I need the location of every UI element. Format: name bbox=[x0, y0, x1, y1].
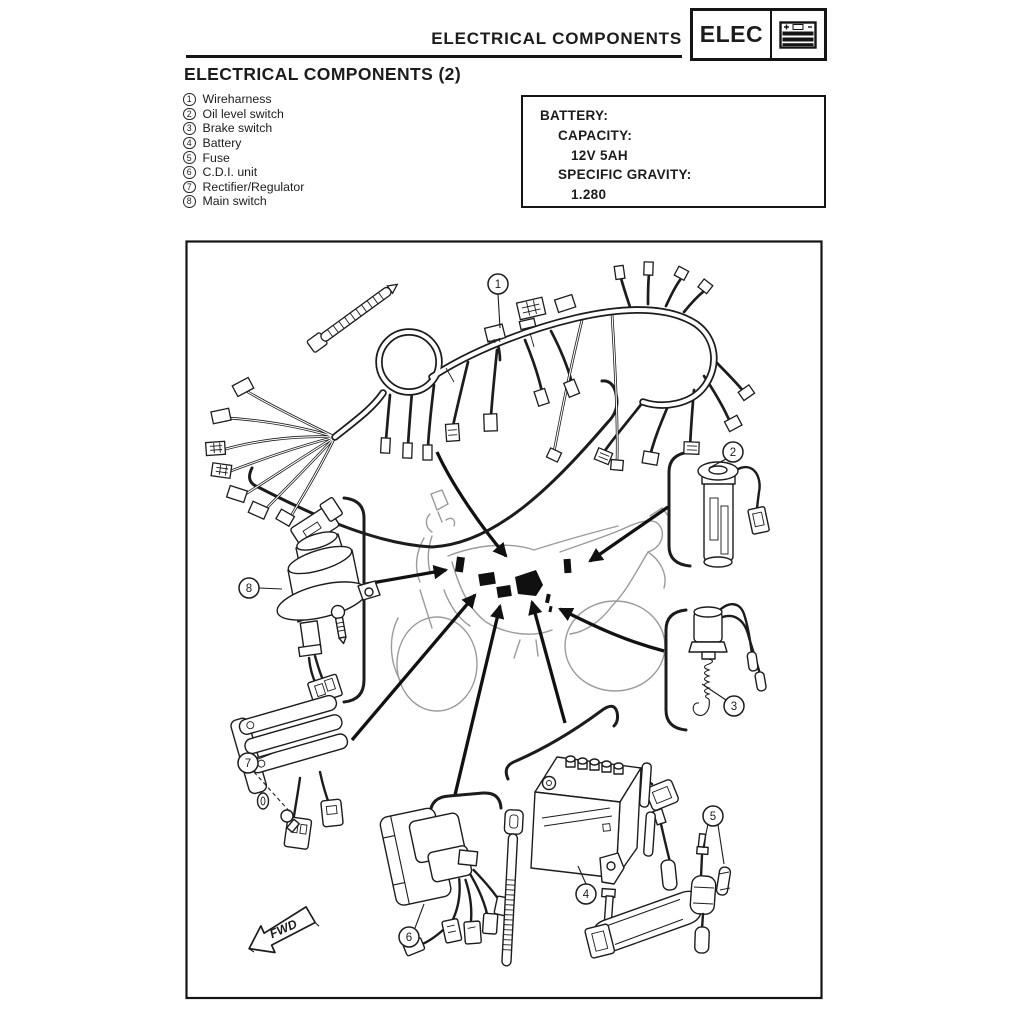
main-switch-screw bbox=[330, 604, 347, 645]
chapter-tab: ELEC bbox=[690, 8, 827, 61]
callout-7: 7 bbox=[237, 752, 259, 774]
legend-label-8: Main switch bbox=[202, 194, 267, 209]
callout-3: 3 bbox=[723, 695, 745, 717]
svg-text:5: 5 bbox=[710, 811, 716, 823]
callout-5: 5 bbox=[702, 805, 724, 827]
wire-harness-drawing bbox=[204, 261, 756, 528]
cdi-strap bbox=[501, 809, 524, 967]
legend-label-4: Battery bbox=[202, 136, 242, 151]
spec-capacity-value: 12V 5AH bbox=[571, 147, 628, 163]
legend-item-5: 5 Fuse bbox=[183, 150, 304, 165]
legend-num-7: 7 bbox=[183, 180, 196, 194]
cdi-unit-drawing bbox=[379, 807, 524, 967]
parts-legend: 1 Wireharness 2 Oil level switch 3 Brake sw… bbox=[183, 92, 304, 209]
tab-divider bbox=[769, 11, 772, 58]
legend-num-1: 1 bbox=[183, 93, 196, 106]
legend-label-2: Oil level switch bbox=[202, 106, 284, 121]
legend-num-4: 4 bbox=[183, 136, 196, 150]
chapter-tab-label: ELEC bbox=[699, 21, 764, 47]
callout-6: 6 bbox=[398, 926, 420, 948]
svg-text:3: 3 bbox=[731, 701, 737, 713]
svg-text:1: 1 bbox=[495, 279, 501, 291]
legend-label-7: Rectifier/Regulator bbox=[202, 179, 305, 194]
rectifier-drawing bbox=[230, 694, 349, 850]
header-rule bbox=[186, 55, 682, 58]
callout-1: 1 bbox=[487, 273, 509, 295]
svg-text:7: 7 bbox=[245, 758, 251, 770]
main-switch-drawing bbox=[276, 497, 381, 715]
callout-2: 2 bbox=[722, 441, 744, 463]
spec-capacity-label: CAPACITY: bbox=[558, 127, 633, 143]
battery-spec-box: BATTERY: CAPACITY: 12V 5AH SPECIFIC GRAV… bbox=[521, 95, 826, 208]
svg-text:2: 2 bbox=[730, 447, 736, 459]
section-title: ELECTRICAL COMPONENTS (2) bbox=[184, 64, 462, 84]
callout-8: 8 bbox=[238, 577, 260, 599]
svg-text:8: 8 bbox=[246, 583, 252, 595]
component-location-markers bbox=[454, 556, 572, 613]
legend-num-6: 6 bbox=[183, 166, 196, 179]
spec-gravity-label: SPECIFIC GRAVITY: bbox=[558, 167, 692, 183]
legend-label-6: C.D.I. unit bbox=[202, 165, 258, 180]
spec-gravity-value: 1.280 bbox=[571, 187, 607, 203]
svg-text:4: 4 bbox=[583, 889, 590, 901]
callout-leaders bbox=[257, 293, 727, 929]
legend-num-5: 5 bbox=[183, 151, 196, 164]
legend-item-7: 7 Rectifier/Regulator bbox=[183, 180, 304, 195]
oil-level-switch-drawing bbox=[697, 461, 770, 568]
fuse-drawing bbox=[689, 833, 732, 954]
legend-item-2: 2 Oil level switch bbox=[183, 107, 304, 122]
legend-label-3: Brake switch bbox=[202, 121, 273, 136]
spec-title: BATTERY: bbox=[540, 108, 609, 123]
legend-label-5: Fuse bbox=[202, 150, 230, 165]
svg-text:6: 6 bbox=[406, 932, 412, 944]
cable-tie bbox=[306, 283, 399, 353]
brake-switch-drawing bbox=[688, 603, 767, 717]
diagram-border bbox=[185, 240, 823, 1000]
harness-connectors bbox=[204, 261, 756, 528]
parts-diagram: FWD 1 2 3 4 5 6 bbox=[185, 240, 823, 1000]
legend-item-3: 3 Brake switch bbox=[183, 121, 304, 136]
legend-item-8: 8 Main switch bbox=[183, 194, 304, 209]
callout-4: 4 bbox=[575, 883, 597, 905]
location-leader-lines bbox=[350, 451, 669, 796]
battery-band bbox=[584, 890, 702, 959]
legend-label-1: Wireharness bbox=[202, 92, 272, 107]
page-header-title: ELECTRICAL COMPONENTS bbox=[431, 29, 682, 48]
legend-num-8: 8 bbox=[183, 195, 196, 208]
legend-item-1: 1 Wireharness bbox=[183, 92, 304, 107]
legend-item-6: 6 C.D.I. unit bbox=[183, 165, 304, 180]
legend-item-4: 4 Battery bbox=[183, 136, 304, 151]
fwd-arrow: FWD bbox=[248, 906, 320, 954]
legend-num-3: 3 bbox=[183, 122, 196, 135]
battery-drawing bbox=[530, 755, 702, 959]
battery-icon bbox=[772, 11, 824, 58]
battery-terminals bbox=[541, 755, 624, 791]
motorcycle-outline bbox=[390, 489, 671, 712]
legend-num-2: 2 bbox=[183, 107, 196, 121]
